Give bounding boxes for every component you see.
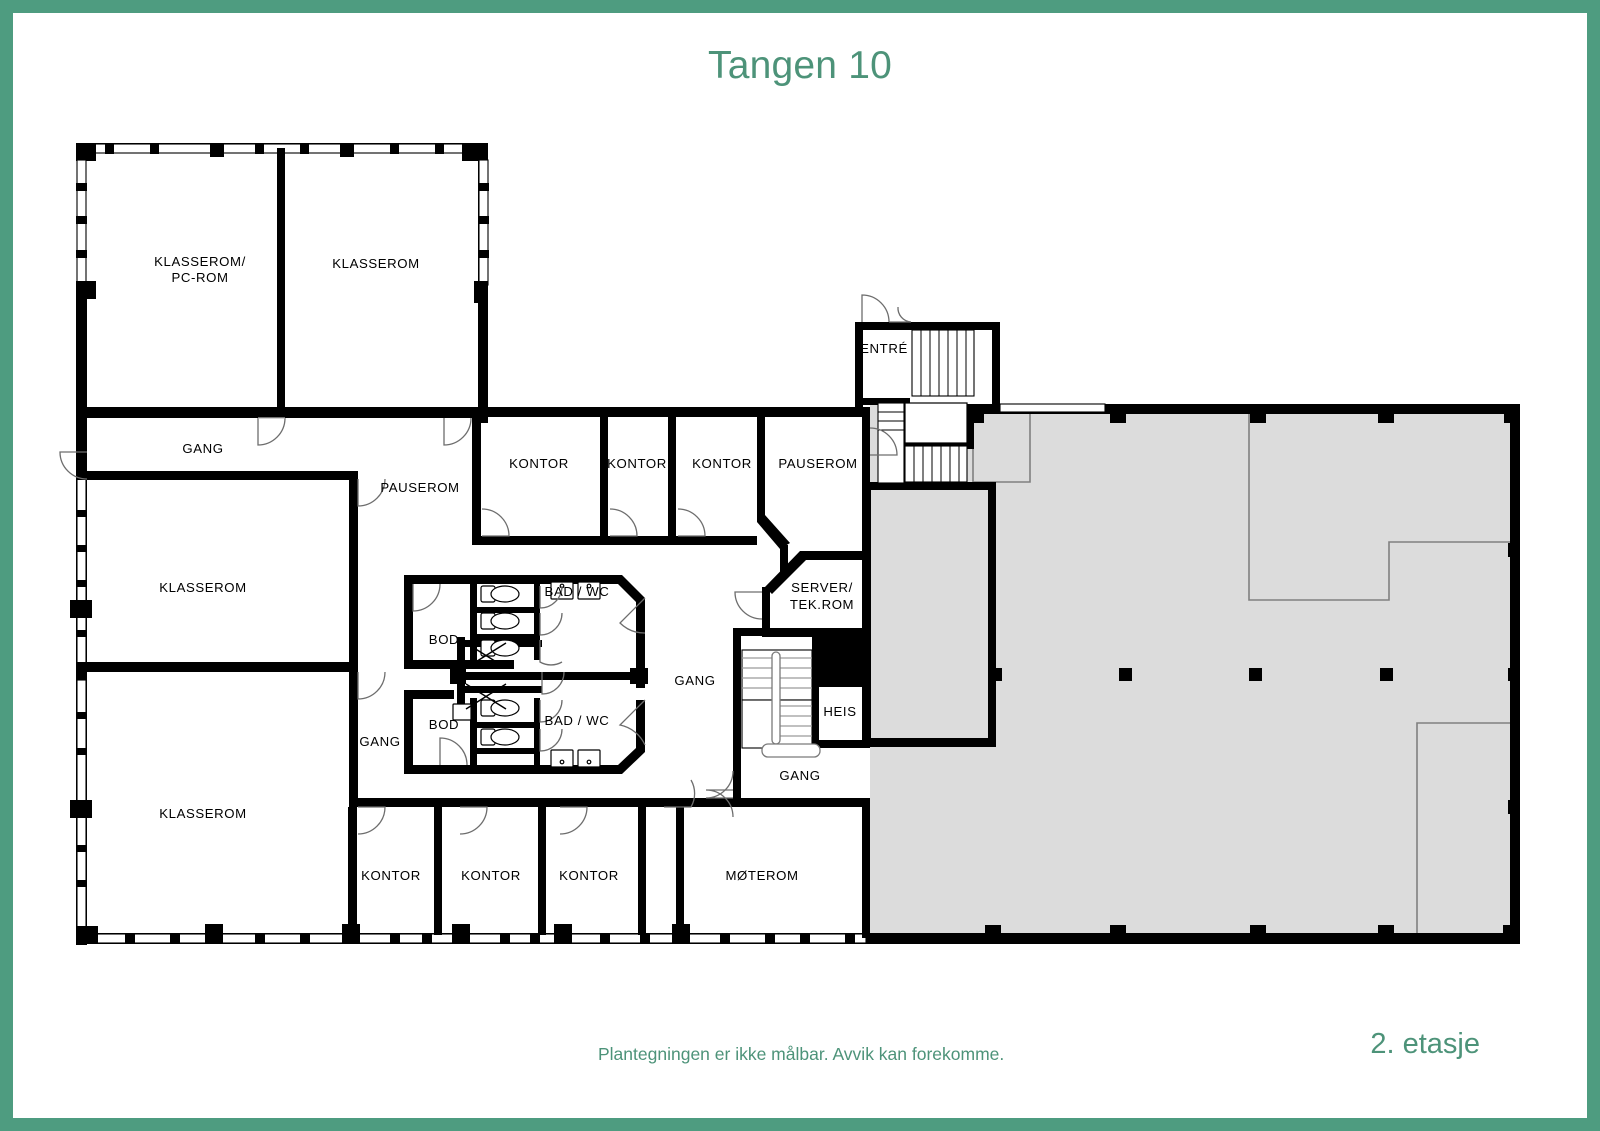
- disclaimer-text: Plantegningen er ikke målbar. Avvik kan …: [598, 1044, 1005, 1064]
- toilet-icon: [480, 699, 520, 717]
- room-label-heis: HEIS: [823, 704, 856, 719]
- toilet-icon: [480, 612, 520, 630]
- stairs-landing: [904, 402, 968, 444]
- toilet-icon: [480, 639, 520, 657]
- toilet-icon: [480, 585, 520, 603]
- room-label-gang-top-left: GANG: [182, 441, 223, 456]
- room-label-klasserom-top-right: KLASSEROM: [332, 256, 419, 271]
- room-label-klasserom-mid-left: KLASSEROM: [159, 580, 246, 595]
- room-label-bad-wc-lower: BAD / WC: [545, 713, 610, 728]
- room-label-gang-lower-center: GANG: [779, 768, 820, 783]
- room-label-kontor-3: KONTOR: [692, 456, 752, 471]
- sink-icon: [577, 581, 601, 600]
- room-label-pauserom-right: PAUSEROM: [778, 456, 857, 471]
- plumbing-fixtures: [452, 581, 601, 768]
- floor-label: 2. etasje: [1370, 1028, 1480, 1060]
- room-label-bod-lower: BOD: [429, 717, 459, 732]
- room-label-pauserom-left: PAUSEROM: [380, 480, 459, 495]
- room-label-bad-wc-upper: BAD / WC: [545, 584, 610, 599]
- stairs-entre-lower: [877, 402, 968, 484]
- room-label-moterom: MØTEROM: [725, 868, 798, 883]
- shaft-symbol: [465, 642, 507, 710]
- sink-icon: [550, 749, 574, 768]
- room-label-kontor-6: KONTOR: [559, 868, 619, 883]
- interior-walls: [76, 148, 1000, 938]
- room-labels: KLASSEROM/PC-ROM KLASSEROM GANG PAUSEROM…: [154, 254, 908, 883]
- room-label-kontor-1: KONTOR: [509, 456, 569, 471]
- room-label-gang-mid-left: GANG: [359, 734, 400, 749]
- stairs-entre: [911, 329, 975, 397]
- room-label-server-tek-rom: SERVER/TEK.ROM: [790, 580, 854, 612]
- toilet-icon: [480, 728, 520, 746]
- room-label-kontor-5: KONTOR: [461, 868, 521, 883]
- room-label-gang-center: GANG: [674, 673, 715, 688]
- door-swings: [59, 294, 912, 835]
- page-title: Tangen 10: [708, 44, 892, 87]
- room-label-kontor-2: KONTOR: [607, 456, 667, 471]
- stairs-center-gang: [741, 649, 821, 758]
- room-label-klasserom-bottom-left: KLASSEROM: [159, 806, 246, 821]
- room-label-bod-upper: BOD: [429, 632, 459, 647]
- room-label-entre: ENTRÉ: [860, 341, 908, 356]
- sink-icon: [577, 749, 601, 768]
- room-label-klasserom-pc-rom: KLASSEROM/PC-ROM: [154, 254, 246, 285]
- room-label-kontor-4: KONTOR: [361, 868, 421, 883]
